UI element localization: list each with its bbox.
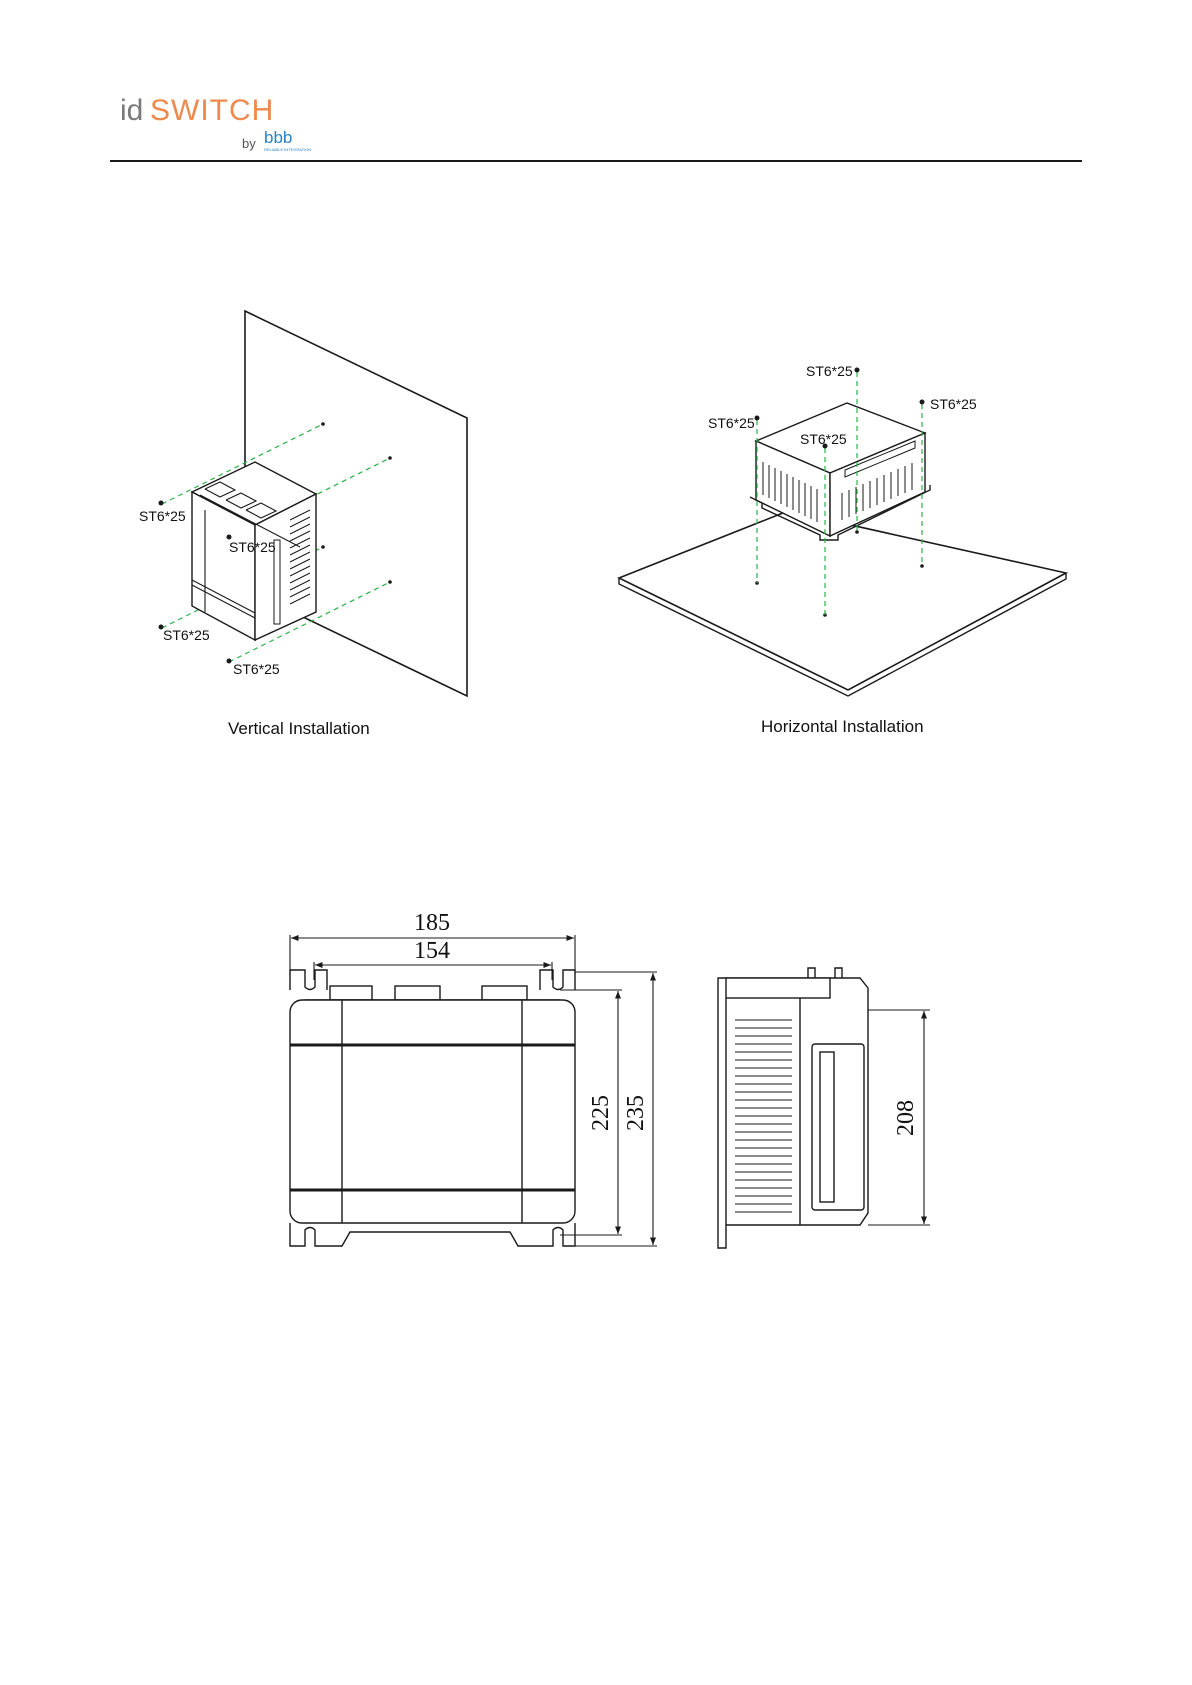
horizontal-screw-label-left: ST6*25 <box>708 415 755 431</box>
front-terminal-3 <box>482 986 527 1000</box>
front-terminal-1 <box>330 986 372 1000</box>
horizontal-screw-label-top: ST6*25 <box>806 363 853 379</box>
vertical-screw-label-4: ST6*25 <box>233 661 280 677</box>
floor-plate <box>619 511 1066 690</box>
installation-drawings: ST6*25 ST6*25 ST6*25 ST6*25 <box>0 0 1192 760</box>
vertical-installation-drawing: ST6*25 ST6*25 ST6*25 ST6*25 <box>139 311 467 696</box>
front-top-right-tab <box>540 970 575 990</box>
side-top-cap <box>726 978 830 998</box>
vertical-screw-label-2: ST6*25 <box>229 539 276 555</box>
dimension-mount-height: 225 <box>588 1095 614 1131</box>
front-top-left-tab <box>290 970 327 990</box>
horizontal-installation-drawing: ST6*25 ST6*25 ST6*25 ST6*25 <box>619 363 1066 696</box>
dimension-overall-width: 185 <box>414 910 450 936</box>
vertical-screw-label-3: ST6*25 <box>163 627 210 643</box>
front-bottom-tabs <box>290 1223 575 1246</box>
side-heatsink-fins <box>820 1052 834 1202</box>
dimension-depth: 208 <box>893 1100 919 1136</box>
front-terminal-2 <box>395 986 440 1000</box>
dimension-drawings: 185 154 225 235 <box>0 880 1192 1380</box>
front-view-drawing <box>290 970 575 1246</box>
vertical-installation-caption: Vertical Installation <box>228 719 370 739</box>
dimension-mount-width: 154 <box>414 938 450 964</box>
vertical-screw-label-1: ST6*25 <box>139 508 186 524</box>
horizontal-screw-label-center: ST6*25 <box>800 431 847 447</box>
horizontal-installation-caption: Horizontal Installation <box>761 717 924 737</box>
horizontal-screw-label-right: ST6*25 <box>930 396 977 412</box>
dimension-overall-height: 235 <box>623 1095 649 1131</box>
side-top-tab <box>808 968 842 978</box>
